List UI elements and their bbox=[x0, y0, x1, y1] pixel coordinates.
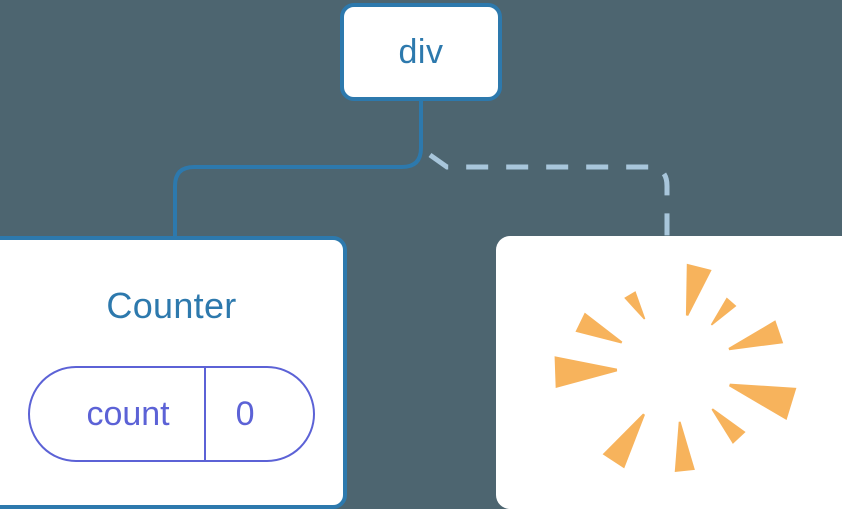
sunburst-ray-5 bbox=[711, 408, 746, 444]
loading-sunburst-icon bbox=[554, 263, 797, 472]
counter-node[interactable]: Counter count 0 bbox=[0, 236, 347, 509]
div-node-label: div bbox=[398, 33, 444, 71]
loading-node[interactable] bbox=[496, 236, 842, 509]
div-node[interactable]: div bbox=[340, 3, 502, 101]
sunburst-ray-3 bbox=[728, 320, 784, 351]
sunburst-ray-8 bbox=[554, 356, 618, 389]
state-key-label: count bbox=[86, 395, 170, 433]
sunburst-ray-4 bbox=[729, 383, 797, 421]
sunburst-ray-9 bbox=[575, 312, 623, 344]
sunburst-ray-2 bbox=[710, 297, 737, 326]
state-value-label: 0 bbox=[235, 395, 255, 433]
edge-div-to-loading bbox=[428, 152, 670, 238]
state-pill-divider bbox=[203, 368, 206, 460]
counter-node-label: Counter bbox=[106, 285, 237, 326]
sunburst-ray-10 bbox=[624, 291, 646, 320]
edge-div-to-counter bbox=[173, 101, 423, 240]
sunburst-ray-1 bbox=[685, 263, 712, 316]
sunburst-ray-6 bbox=[674, 421, 695, 472]
counter-state-pill[interactable]: count 0 bbox=[28, 366, 315, 462]
sunburst-ray-7 bbox=[602, 413, 646, 469]
